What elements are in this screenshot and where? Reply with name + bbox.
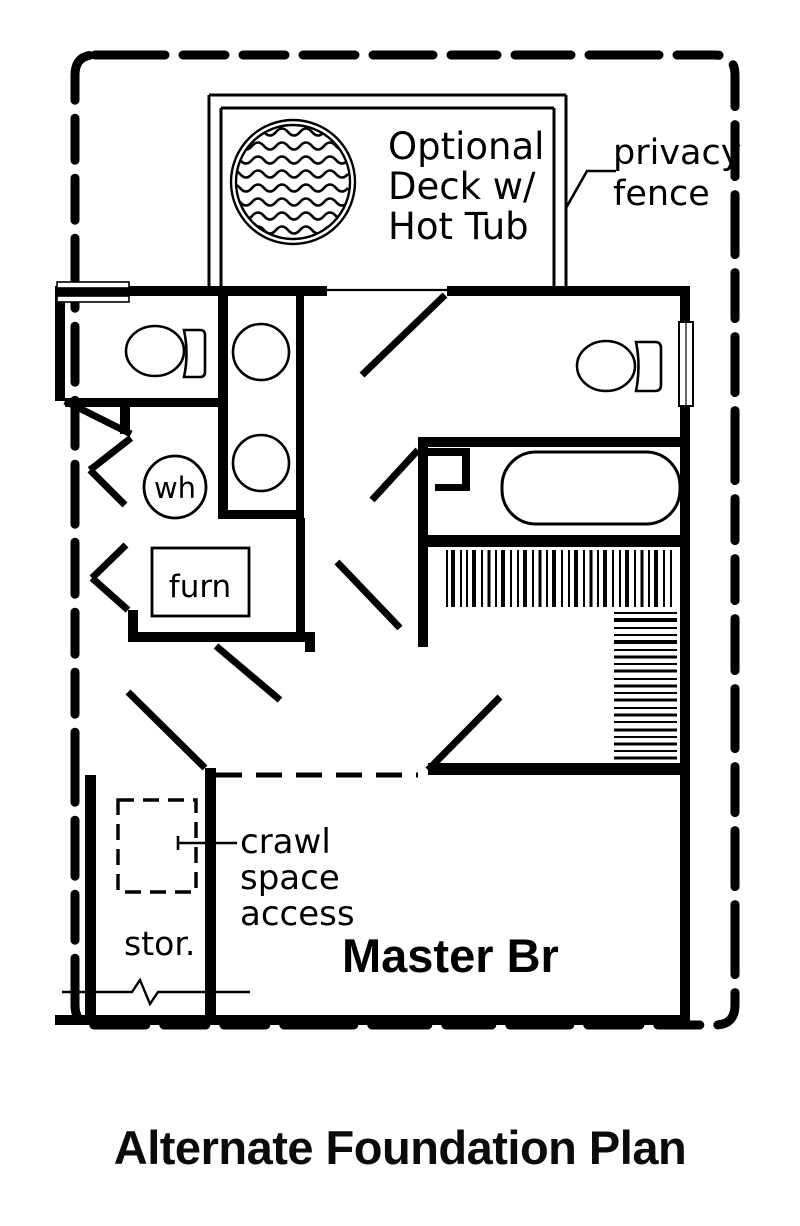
master-bedroom-label: Master Br bbox=[342, 929, 559, 982]
privacy-fence-leader bbox=[564, 169, 616, 209]
wall-masterbath-jog-h2 bbox=[435, 484, 470, 491]
door-hall-upper-a bbox=[87, 435, 134, 473]
wall-furn-bottom bbox=[128, 632, 312, 642]
furnace-label: furn bbox=[169, 569, 231, 605]
wall-stor-left bbox=[85, 775, 96, 1015]
closet-shelf-right bbox=[614, 612, 677, 760]
privacy-fence-label: privacy fence bbox=[613, 133, 741, 214]
wall-closet-left bbox=[418, 535, 428, 647]
deck-label: Optional Deck w/ Hot Tub bbox=[388, 125, 544, 248]
door-stor bbox=[125, 689, 208, 771]
deck-label-line2: Deck w/ bbox=[388, 165, 536, 208]
door-hall-center bbox=[334, 559, 403, 631]
bathtub bbox=[500, 450, 682, 526]
door-master-bath bbox=[369, 447, 421, 503]
wall-masterbath-jog-v bbox=[462, 448, 470, 490]
sink-lower bbox=[231, 433, 291, 493]
door-hall-upper-b bbox=[87, 467, 128, 508]
wall-masterbath-jog-h bbox=[428, 448, 470, 456]
page-title: Alternate Foundation Plan bbox=[113, 1121, 687, 1174]
door-closet bbox=[425, 694, 503, 773]
crawl-space-label: crawl space access bbox=[240, 822, 355, 934]
privacy-fence-line1: privacy bbox=[613, 133, 741, 173]
wall-left-bath-jog bbox=[120, 398, 130, 434]
door-furn-b bbox=[89, 542, 129, 581]
window-master-bath bbox=[678, 321, 694, 407]
crawl-space-access bbox=[116, 798, 237, 894]
closet-shelf-top bbox=[446, 550, 672, 607]
wall-top-left bbox=[55, 286, 327, 296]
wall-closet-bottom bbox=[428, 763, 690, 775]
hot-tub bbox=[229, 118, 357, 246]
window-left-wall bbox=[56, 281, 130, 303]
door-master-entry bbox=[359, 292, 448, 378]
deck-label-line1: Optional bbox=[388, 125, 544, 168]
wall-stor-right bbox=[205, 768, 216, 1015]
crawl-space-line1: crawl bbox=[240, 822, 331, 862]
walls bbox=[55, 286, 690, 1025]
wall-left-upper bbox=[55, 286, 65, 401]
wall-vanity-bottom bbox=[218, 510, 304, 519]
water-heater: wh bbox=[142, 454, 208, 520]
property-boundary bbox=[70, 50, 740, 1030]
wall-vanity-left bbox=[218, 296, 228, 518]
door-furn-lower bbox=[213, 643, 283, 703]
wall-furn-right bbox=[296, 518, 305, 642]
toilet-left-bath bbox=[124, 324, 207, 379]
wall-hall-stub bbox=[305, 632, 315, 652]
water-heater-label: wh bbox=[154, 471, 196, 505]
door-left-bath-upper bbox=[63, 397, 133, 438]
deck-label-line3: Hot Tub bbox=[388, 205, 529, 248]
wall-closet-top bbox=[428, 535, 690, 547]
wall-top-right bbox=[447, 286, 690, 296]
wall-right-exterior bbox=[680, 286, 690, 1025]
toilet-master-bath bbox=[575, 339, 663, 393]
crawl-space-line2: space bbox=[240, 858, 340, 898]
wall-bottom-exterior bbox=[55, 1015, 690, 1025]
privacy-fence-line2: fence bbox=[613, 174, 710, 214]
wall-left-bath-bottom bbox=[65, 398, 220, 407]
furnace: furn bbox=[150, 546, 251, 618]
storage-label: stor. bbox=[124, 924, 195, 963]
wall-vanity-right bbox=[296, 296, 304, 518]
wall-furn-left bbox=[128, 610, 138, 642]
wall-masterbath-top bbox=[418, 437, 690, 447]
door-furn-a bbox=[89, 575, 131, 613]
door-leaves bbox=[63, 292, 503, 773]
sink-upper bbox=[231, 322, 291, 382]
break-line bbox=[62, 977, 250, 1007]
crawl-space-line3: access bbox=[240, 894, 355, 934]
privacy-fence-outline bbox=[207, 93, 568, 292]
